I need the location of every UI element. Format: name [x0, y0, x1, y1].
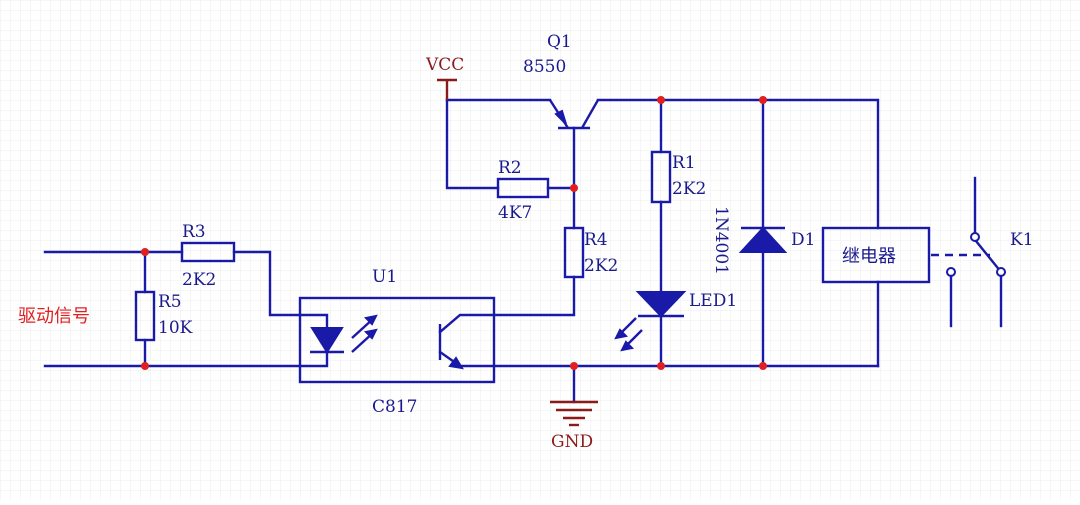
q1-value-label: 8550 [523, 57, 566, 77]
r5-ref-label: R5 [158, 292, 182, 312]
relay-coil-label: 继电器 [842, 246, 896, 267]
resistor-icon [563, 226, 585, 279]
r1-ref-label: R1 [672, 153, 696, 173]
pnp-transistor-icon [548, 99, 600, 130]
led-icon [614, 291, 687, 352]
junctions [141, 96, 767, 370]
optocoupler-icon [298, 296, 496, 384]
resistor-icon [180, 241, 236, 263]
q1-ref-label: Q1 [547, 32, 572, 52]
r4-ref-label: R4 [584, 230, 608, 250]
diode-icon [738, 226, 788, 253]
r2-value-label: 4K7 [498, 203, 532, 223]
r5-value-label: 10K [158, 318, 193, 338]
u1-value-label: C817 [372, 397, 417, 417]
resistor-icon [650, 150, 672, 204]
relay-coil-icon [821, 226, 931, 284]
d1-value-label: 1N4001 [711, 206, 731, 275]
k1-ref-label: K1 [1010, 230, 1034, 250]
vcc-label: VCC [425, 55, 464, 75]
relay-switch-icon [946, 176, 1006, 328]
u1-ref-label: U1 [372, 267, 397, 287]
wires [43, 98, 880, 404]
led1-ref-label: LED1 [689, 291, 737, 311]
r1-value-label: 2K2 [672, 179, 706, 199]
r4-value-label: 2K2 [584, 256, 618, 276]
ground-icon [550, 400, 598, 427]
resistor-icon [496, 177, 550, 199]
r3-value-label: 2K2 [182, 270, 216, 290]
r2-ref-label: R2 [498, 158, 522, 178]
input-signal-label: 驱动信号 [18, 306, 90, 327]
vcc-icon [437, 78, 457, 100]
resistor-icon [134, 290, 156, 342]
d1-ref-label: D1 [791, 230, 815, 250]
gnd-label: GND [551, 432, 593, 452]
r3-ref-label: R3 [182, 222, 206, 242]
